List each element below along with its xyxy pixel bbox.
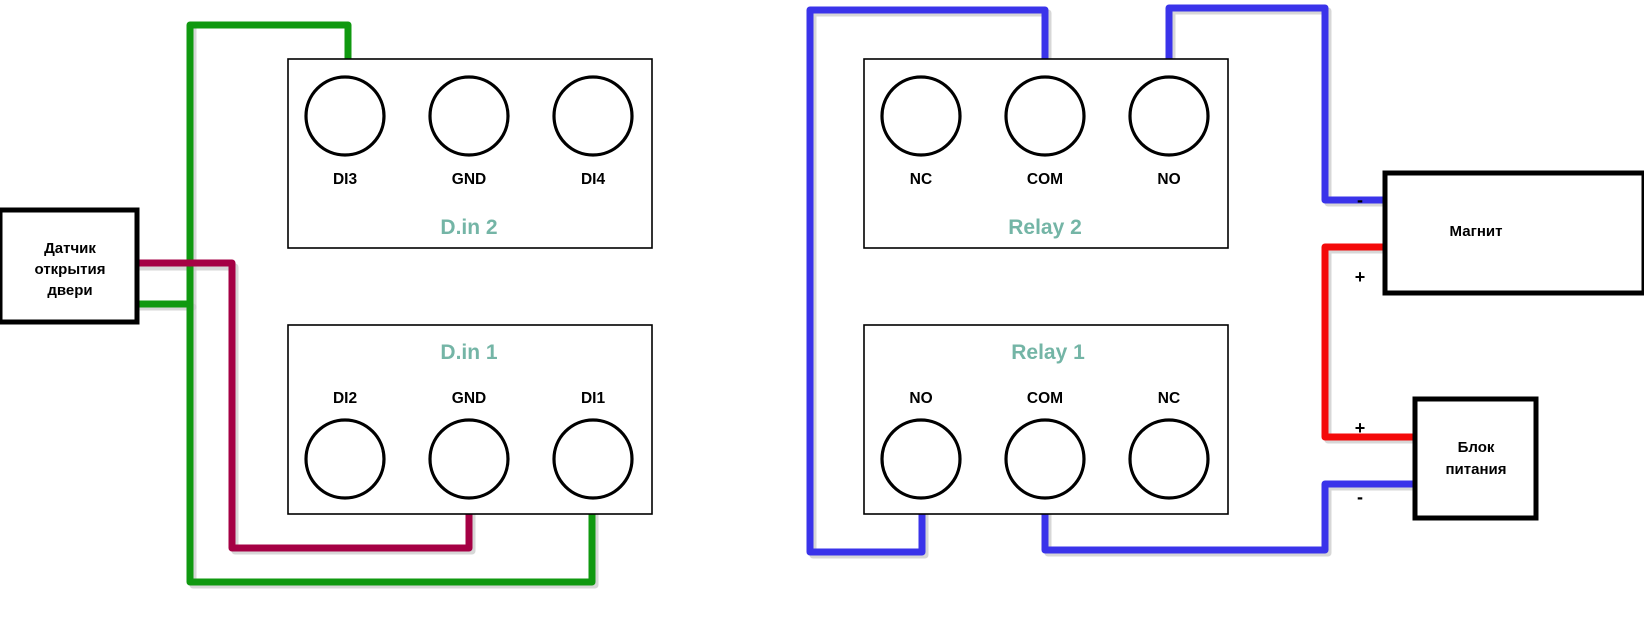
terminal-din2-di3[interactable]: [304, 75, 386, 157]
terminal-label-din2-di3: DI3: [333, 171, 358, 188]
terminal-din2-gnd[interactable]: [428, 75, 510, 157]
terminal-label-relay2-no: NO: [1157, 171, 1180, 188]
terminal-label-din1-gnd: GND: [452, 390, 486, 407]
device-psu-outline: [1412, 396, 1539, 521]
device-magnet-label: Магнит: [1450, 223, 1503, 240]
terminal-label-relay1-nc: NC: [1158, 390, 1180, 407]
terminal-label-relay1-no: NO: [909, 390, 932, 407]
wire-red-magnet-to-psu: [1321, 243, 1421, 441]
terminal-relay1-no[interactable]: [880, 418, 962, 500]
terminal-label-relay2-nc: NC: [910, 171, 932, 188]
wire-green-sensor-to-di1: [186, 300, 596, 586]
block-title-relay2: Relay 2: [1008, 216, 1082, 239]
wire-blue-relay2com-to-relay1no: [806, 6, 1049, 556]
terminal-din2-di4[interactable]: [552, 75, 634, 157]
device-magnet[interactable]: Магнит: [1382, 170, 1644, 296]
block-title-relay1: Relay 1: [1011, 341, 1085, 364]
wire-blue-relay1com-to-psu-minus: [1041, 480, 1421, 554]
block-din1: D.in 1 DI2 GND DI1: [287, 324, 653, 515]
terminal-din1-gnd[interactable]: [428, 418, 510, 500]
device-sensor[interactable]: Датчик открытия двери: [0, 207, 140, 325]
wires: [133, 4, 1421, 586]
terminal-relay1-com[interactable]: [1004, 418, 1086, 500]
terminal-label-din2-gnd: GND: [452, 171, 486, 188]
device-psu-line-2: питания: [1445, 461, 1506, 478]
terminal-relay2-nc[interactable]: [880, 75, 962, 157]
terminal-relay2-no[interactable]: [1128, 75, 1210, 157]
terminal-relay2-com[interactable]: [1004, 75, 1086, 157]
device-sensor-line-3: двери: [47, 282, 92, 299]
terminal-din1-di2[interactable]: [304, 418, 386, 500]
polarity-label-psu-plus: +: [1355, 418, 1366, 438]
device-psu[interactable]: Блок питания: [1412, 396, 1539, 521]
terminal-label-din1-di2: DI2: [333, 390, 357, 407]
polarity-label-magnet-plus: +: [1355, 267, 1366, 287]
device-sensor-line-2: открытия: [35, 261, 106, 278]
block-title-din1: D.in 1: [440, 341, 497, 364]
terminal-din1-di1[interactable]: [552, 418, 634, 500]
block-relay2: NC COM NO Relay 2: [863, 58, 1229, 249]
terminal-relay1-nc[interactable]: [1128, 418, 1210, 500]
device-magnet-outline: [1382, 170, 1644, 296]
block-title-din2: D.in 2: [440, 216, 497, 239]
device-sensor-line-1: Датчик: [44, 240, 96, 257]
terminal-label-din2-di4: DI4: [581, 171, 606, 188]
polarity-label-psu-minus: -: [1357, 487, 1363, 507]
terminal-label-din1-di1: DI1: [581, 390, 606, 407]
terminal-label-relay1-com: COM: [1027, 390, 1063, 407]
wire-crimson-sensor-to-gnd: [133, 259, 473, 552]
polarity-label-magnet-minus: -: [1357, 190, 1363, 210]
device-psu-line-1: Блок: [1458, 439, 1495, 456]
wire-blue-relay2no-to-magnet-minus: [1165, 4, 1391, 204]
block-relay1: Relay 1 NO COM NC: [863, 324, 1229, 515]
terminal-label-relay2-com: COM: [1027, 171, 1063, 188]
device-sensor-outline: [0, 207, 140, 325]
polarity-labels: - + + -: [1355, 190, 1366, 507]
block-din2: DI3 GND DI4 D.in 2: [287, 58, 653, 249]
